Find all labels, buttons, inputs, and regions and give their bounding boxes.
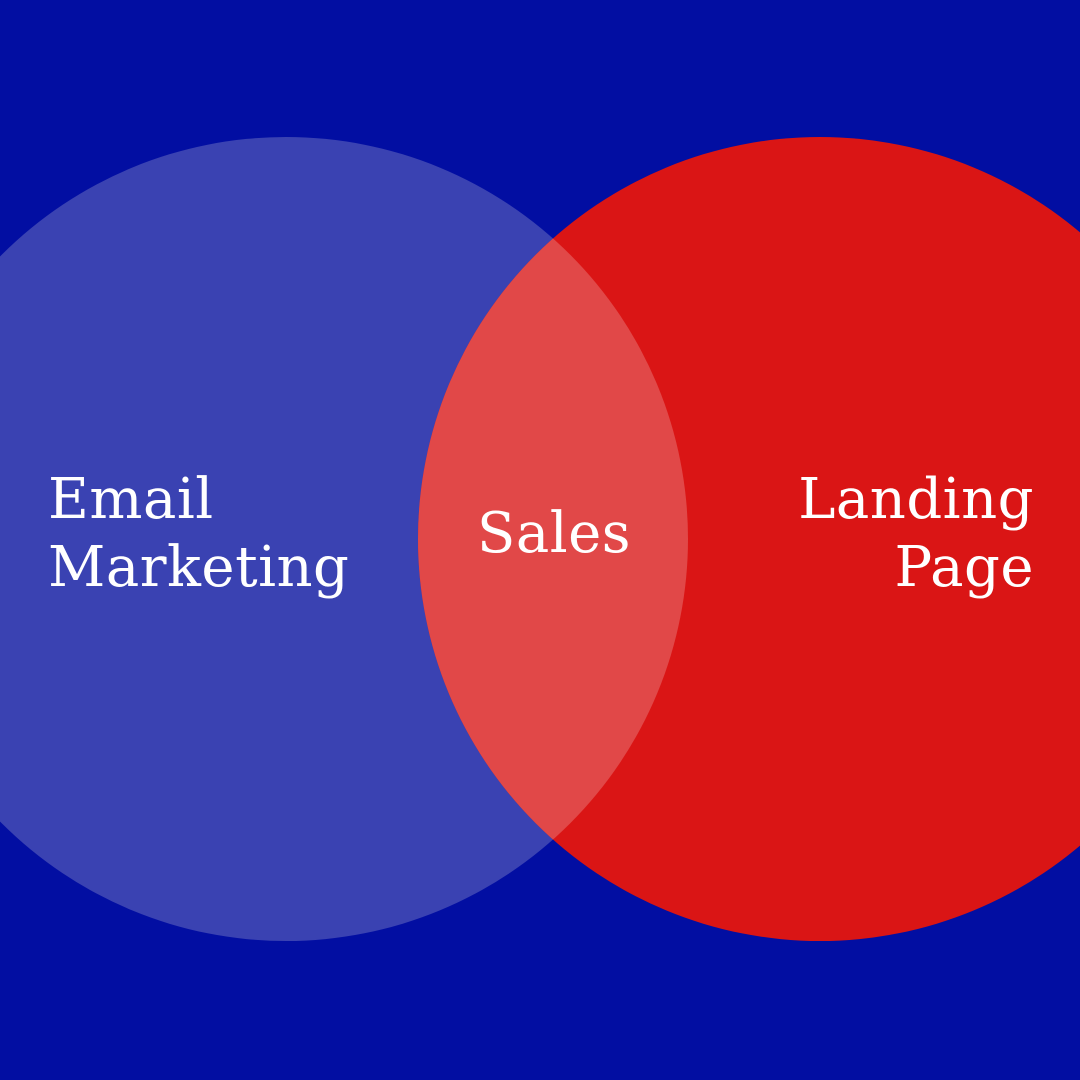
right-set-label: Landing Page	[798, 466, 1034, 602]
right-label-line-1: Landing	[798, 467, 1034, 532]
intersection-label-text: Sales	[476, 501, 632, 566]
left-label-line-2: Marketing	[48, 535, 350, 600]
intersection-label: Sales	[420, 500, 688, 568]
overlap-region-sales	[418, 137, 688, 941]
left-set-label: Email Marketing	[48, 466, 349, 602]
right-label-line-2: Page	[894, 535, 1034, 600]
left-label-line-1: Email	[48, 467, 214, 532]
